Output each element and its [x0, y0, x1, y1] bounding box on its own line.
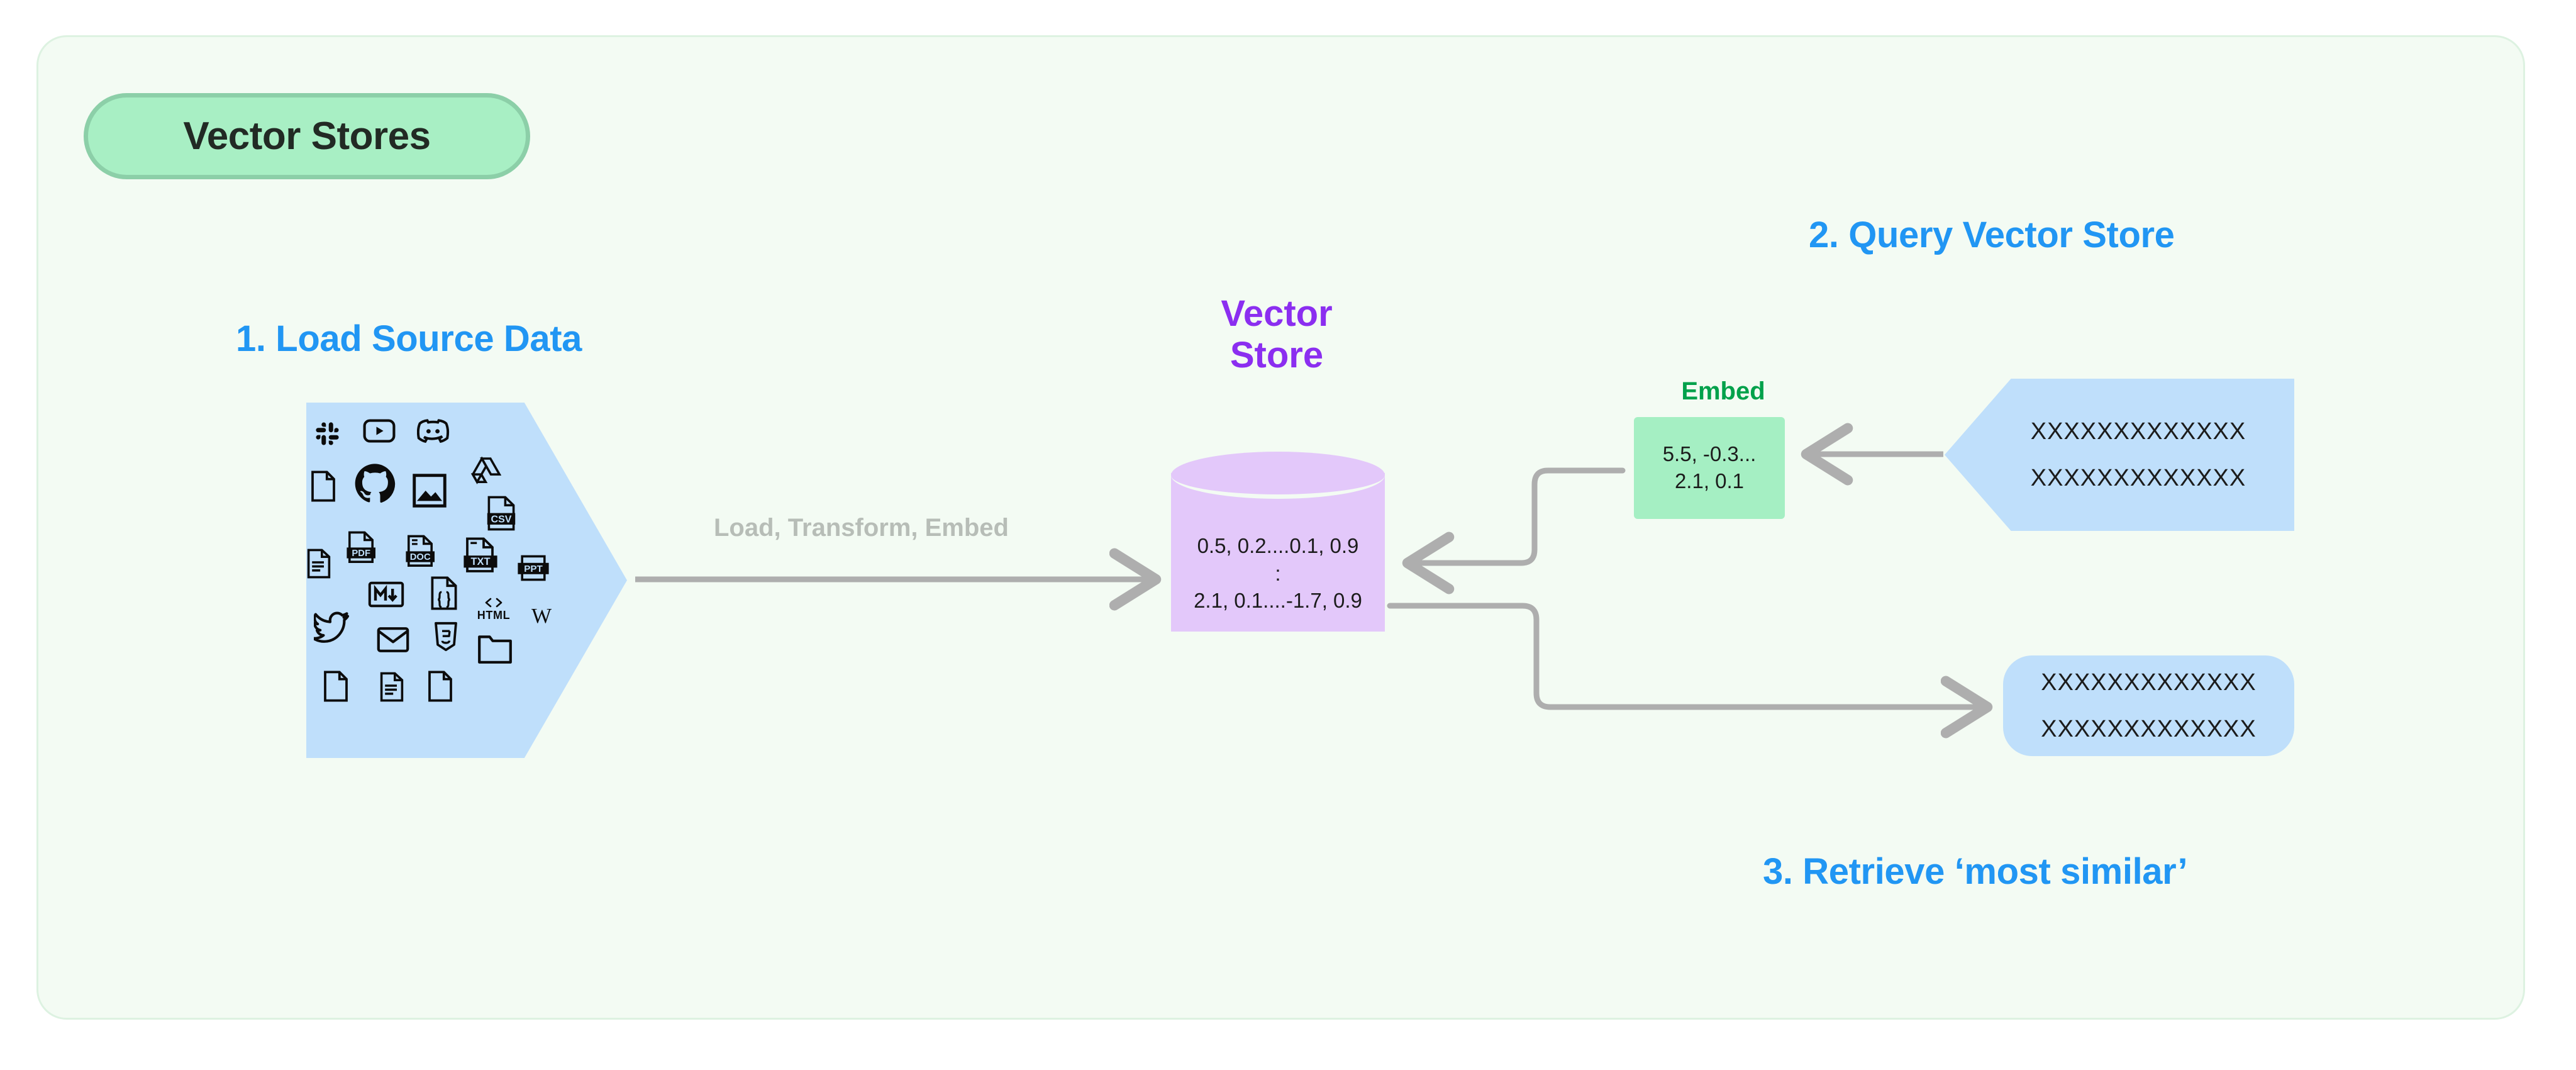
folder-icon — [477, 634, 513, 664]
github-icon — [354, 463, 396, 504]
flow-arrow-label: Load, Transform, Embed — [714, 514, 1009, 542]
step-2-heading: 2. Query Vector Store — [1809, 215, 2175, 255]
svg-text:CSV: CSV — [491, 514, 512, 525]
wikipedia-icon: W — [528, 601, 555, 629]
vector-store-heading: Vector Store — [1182, 293, 1371, 376]
step-3-heading: 3. Retrieve ‘most similar’ — [1763, 851, 2188, 892]
email-icon — [377, 627, 409, 653]
cylinder-row-3: 2.1, 0.1....-1.7, 0.9 — [1194, 589, 1362, 613]
result-line-1: XXXXXXXXXXXXX — [2041, 669, 2257, 696]
google-drive-icon — [471, 457, 501, 484]
embed-box: 5.5, -0.3... 2.1, 0.1 — [1634, 417, 1785, 519]
svg-text:PDF: PDF — [352, 549, 370, 559]
youtube-icon — [363, 418, 396, 443]
twitter-icon — [314, 611, 350, 643]
query-line-2: XXXXXXXXXXXXX — [2030, 465, 2246, 491]
file-blank-icon — [310, 471, 336, 502]
discord-icon — [417, 418, 450, 444]
cylinder-body — [1171, 473, 1385, 632]
pdf-file-icon: PDF — [345, 531, 378, 565]
csv-file-icon: CSV — [486, 496, 516, 531]
text-doc-2-icon — [379, 672, 404, 702]
result-box: XXXXXXXXXXXXX XXXXXXXXXXXXX — [2003, 655, 2294, 756]
doc-file-icon: DOC — [404, 535, 437, 569]
result-line-2: XXXXXXXXXXXXX — [2041, 716, 2257, 742]
cylinder-row-1: 0.5, 0.2....0.1, 0.9 — [1197, 534, 1359, 557]
svg-text:W: W — [531, 605, 552, 628]
vector-store-heading-line-1: Vector — [1221, 293, 1333, 334]
embed-line-2: 2.1, 0.1 — [1674, 469, 1745, 493]
vector-store-heading-line-2: Store — [1230, 335, 1324, 376]
query-line-1: XXXXXXXXXXXXX — [2030, 418, 2246, 445]
cylinder-top-ellipse — [1171, 452, 1385, 499]
json-file-icon — [430, 576, 458, 610]
svg-text:TXT: TXT — [471, 556, 491, 567]
file-blank-3-icon — [427, 671, 453, 702]
embed-heading: Embed — [1681, 377, 1765, 405]
css3-icon — [433, 621, 458, 652]
slack-icon — [315, 421, 340, 447]
text-doc-icon — [306, 549, 331, 579]
step-1-heading: 1. Load Source Data — [236, 318, 582, 359]
cylinder-row-2: : — [1275, 561, 1281, 585]
svg-text:DOC: DOC — [410, 552, 431, 562]
vector-store-cylinder: 0.5, 0.2....0.1, 0.9 : 2.1, 0.1....-1.7,… — [1171, 452, 1385, 653]
image-icon — [412, 473, 447, 508]
html-icon: HTML — [476, 593, 511, 624]
cylinder-vector-values: 0.5, 0.2....0.1, 0.9 : 2.1, 0.1....-1.7,… — [1171, 532, 1385, 615]
query-shape: XXXXXXXXXXXXX XXXXXXXXXXXXX — [1945, 379, 2294, 531]
file-blank-2-icon — [323, 671, 349, 702]
ppt-file-icon: PPT — [516, 554, 550, 582]
page-title: Vector Stores — [183, 114, 431, 158]
txt-file-icon: TXT — [462, 537, 499, 575]
vector-stores-title-badge: Vector Stores — [84, 93, 530, 179]
markdown-icon — [368, 581, 404, 608]
svg-text:PPT: PPT — [524, 564, 543, 574]
embed-line-1: 5.5, -0.3... — [1662, 442, 1757, 466]
